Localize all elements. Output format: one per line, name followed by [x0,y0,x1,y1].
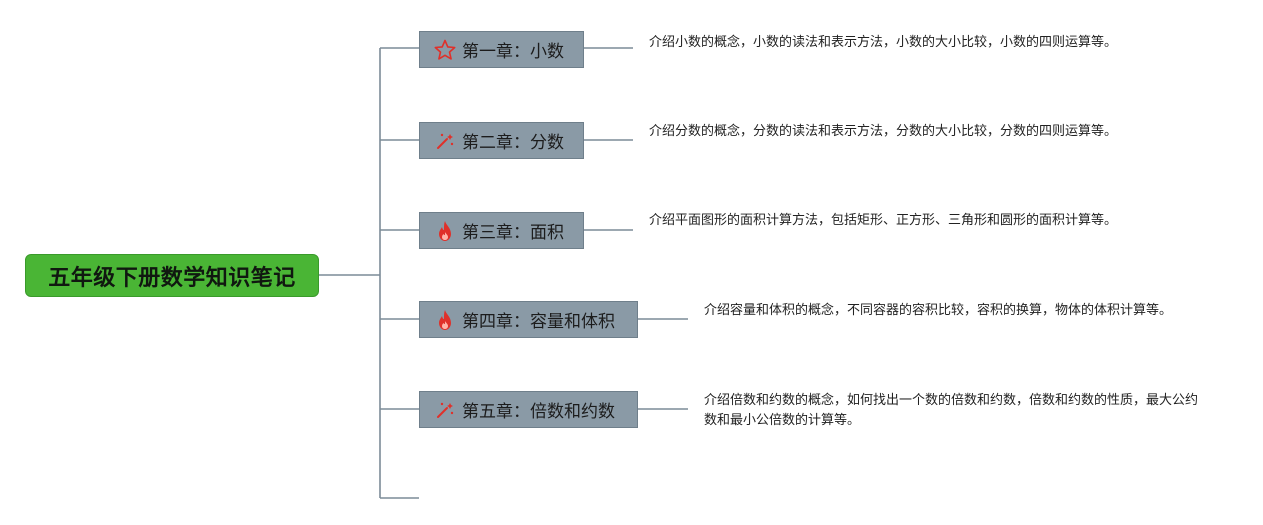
chapter-note-4: 介绍容量和体积的概念，不同容器的容积比较，容积的换算，物体的体积计算等。 [704,303,1173,318]
fire-icon [433,219,457,243]
chapter-label-5: 第五章：倍数和约数 [462,402,615,422]
chapter-node-5[interactable]: 第五章：倍数和约数 [419,391,638,428]
magic-wand-icon [433,129,457,153]
chapter-label-2: 第二章：分数 [462,133,564,153]
chapter-note-2: 介绍分数的概念，分数的读法和表示方法，分数的大小比较，分数的四则运算等。 [649,124,1118,139]
chapter-label-1: 第一章：小数 [462,42,564,62]
chapter-label-3: 第三章：面积 [462,223,564,243]
star-icon [433,38,457,62]
chapter-note-5: 介绍倍数和约数的概念，如何找出一个数的倍数和约数，倍数和约数的性质，最大公约数和… [704,393,1199,428]
chapter-note-1: 介绍小数的概念，小数的读法和表示方法，小数的大小比较，小数的四则运算等。 [649,35,1118,50]
chapter-node-1[interactable]: 第一章：小数 [419,31,584,68]
chapter-node-3[interactable]: 第三章：面积 [419,212,584,249]
chapter-node-2[interactable]: 第二章：分数 [419,122,584,159]
fire-icon [433,308,457,332]
magic-wand-icon [433,398,457,422]
root-node[interactable]: 五年级下册数学知识笔记 [25,254,319,297]
chapter-node-4[interactable]: 第四章：容量和体积 [419,301,638,338]
chapter-label-4: 第四章：容量和体积 [462,312,615,332]
chapter-note-3: 介绍平面图形的面积计算方法，包括矩形、正方形、三角形和圆形的面积计算等。 [649,213,1118,228]
